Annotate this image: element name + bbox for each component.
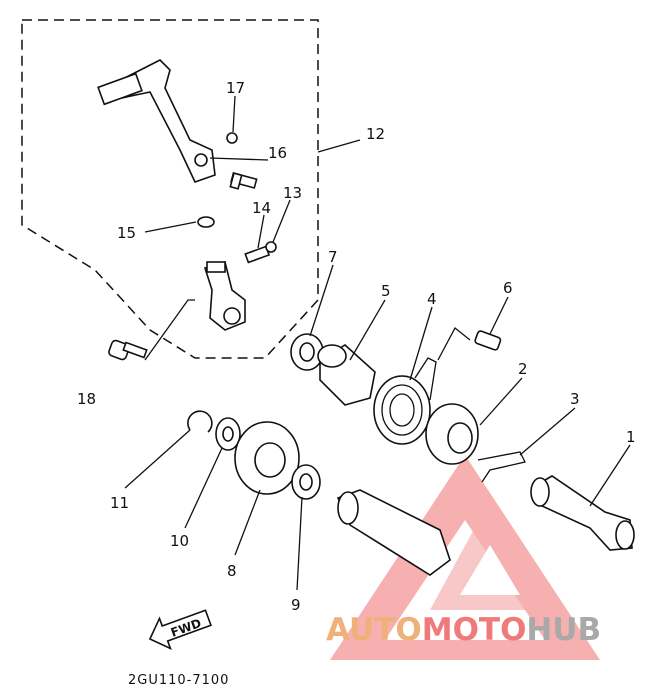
bearing-7 <box>290 333 324 371</box>
o-ring-15 <box>197 216 215 228</box>
circlip-11 <box>187 410 213 433</box>
part-labels: 17 16 12 13 14 15 7 5 4 6 2 3 1 18 11 10… <box>77 79 636 614</box>
leader-lines <box>124 95 631 591</box>
kick-idle-gear-8 <box>234 421 300 495</box>
bolt-18-guide-line <box>144 299 195 361</box>
watermark-hub: HUB <box>526 612 601 648</box>
figure-code: 2GU110-7100 <box>128 673 229 688</box>
ball-13 <box>265 241 277 253</box>
part-label-15: 15 <box>117 224 136 242</box>
watermark-auto: AUTO <box>326 612 422 648</box>
clip-6-guide-line <box>437 327 471 361</box>
torsion-spring-4 <box>373 357 437 445</box>
washer-10 <box>215 417 241 451</box>
bolt-18 <box>108 339 148 361</box>
part-label-11: 11 <box>110 494 129 512</box>
watermark-logo-triangle <box>330 455 600 660</box>
spring-clip-3 <box>477 451 526 483</box>
watermark-text: AUTOMOTOHUB <box>326 612 601 648</box>
part-label-16: 16 <box>268 144 287 162</box>
part-label-7: 7 <box>328 248 338 266</box>
part-label-13: 13 <box>283 184 302 202</box>
part-label-1: 1 <box>626 428 636 446</box>
part-label-3: 3 <box>570 390 580 408</box>
part-label-8: 8 <box>227 562 237 580</box>
svg-text:AUTOMOTOHUB: AUTOMOTOHUB <box>326 612 601 648</box>
circlip-17 <box>226 132 238 144</box>
part-label-14: 14 <box>252 199 271 217</box>
part-label-18: 18 <box>77 390 96 408</box>
part-label-5: 5 <box>381 282 391 300</box>
kick-idle-gear-shaft <box>336 489 451 576</box>
part-label-17: 17 <box>226 79 245 97</box>
part-label-2: 2 <box>518 360 528 378</box>
fwd-label: FWD <box>169 616 203 640</box>
part-label-6: 6 <box>503 279 513 297</box>
assembly-12-outline <box>21 19 319 359</box>
kick-boss <box>203 260 246 331</box>
washer-9 <box>291 464 321 500</box>
ratchet-wheel-2 <box>425 403 479 465</box>
watermark-moto: MOTO <box>422 612 527 648</box>
part-label-10: 10 <box>170 532 189 550</box>
part-label-9: 9 <box>291 596 301 614</box>
clip-6 <box>474 330 502 351</box>
forward-direction-arrow: FWD <box>148 609 212 651</box>
part-label-4: 4 <box>427 290 437 308</box>
bolt-16 <box>229 172 258 190</box>
kick-lever <box>97 59 216 183</box>
spring-14 <box>244 245 271 264</box>
part-label-12: 12 <box>366 125 385 143</box>
collar-5 <box>317 344 376 406</box>
kick-axle-1 <box>530 475 635 551</box>
